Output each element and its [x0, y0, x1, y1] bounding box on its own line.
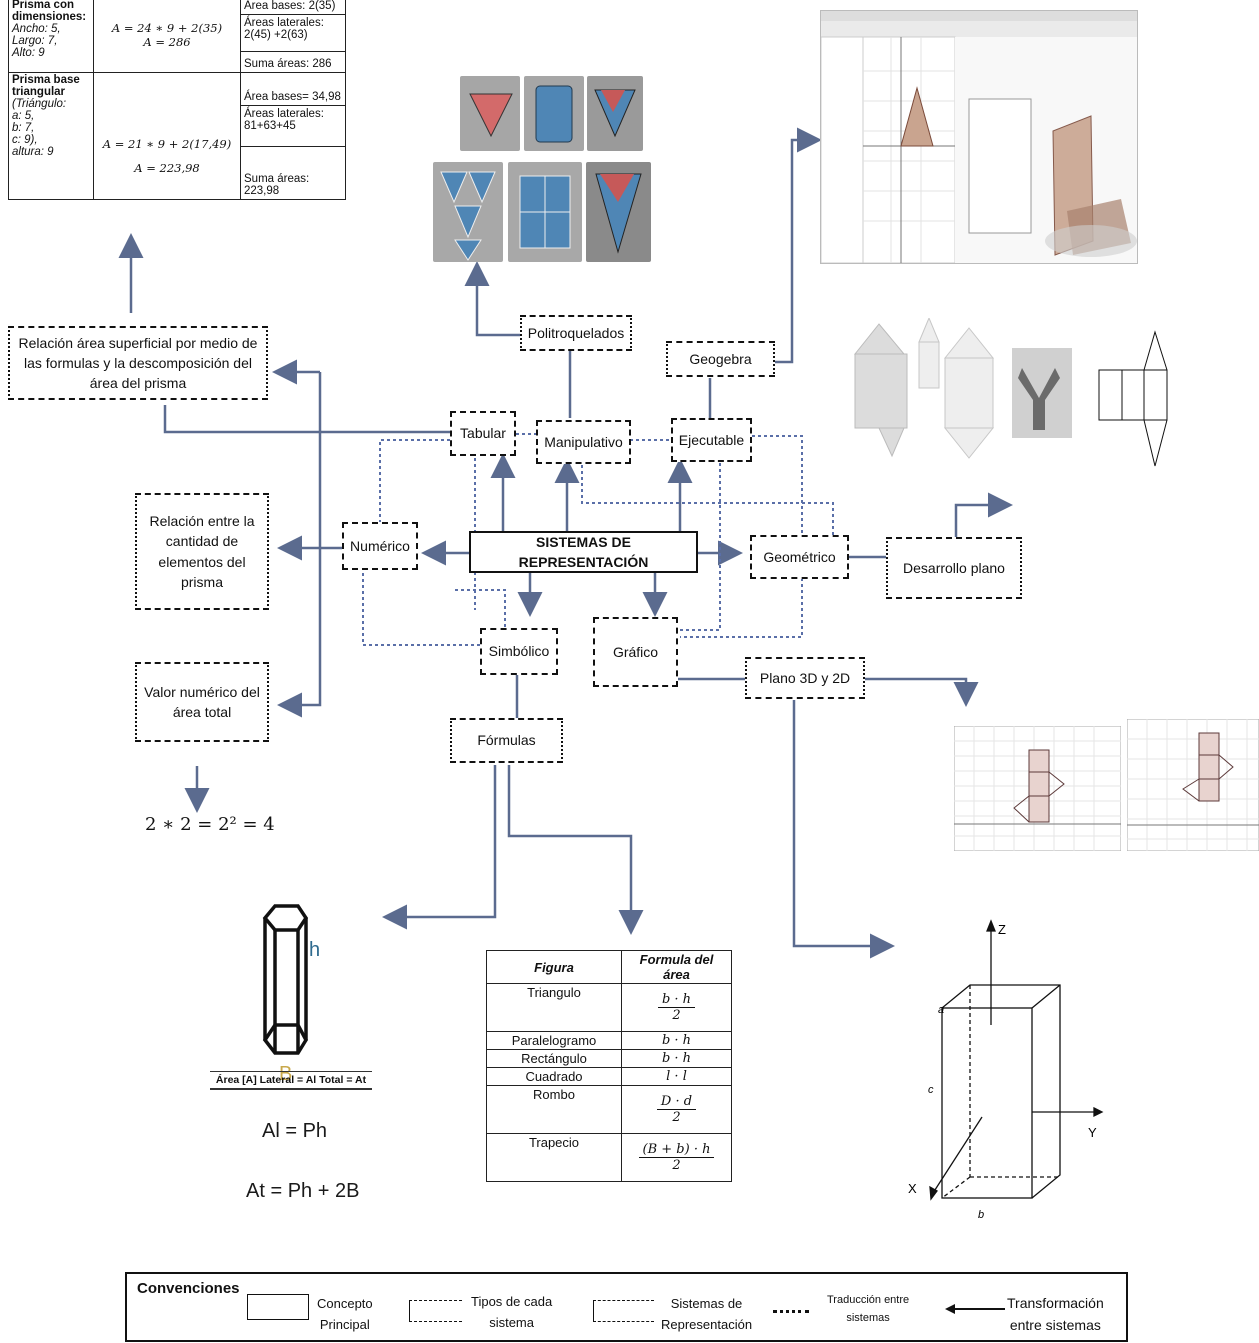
edge-a-label: a [938, 1004, 944, 1016]
hexagonal-prism-figure: h B [200, 890, 390, 1100]
legend-swatch-tipos [409, 1300, 462, 1322]
formula-at: At = Ph + 2B [246, 1180, 359, 1203]
axis-z-label: Z [998, 922, 1006, 937]
figure-cell: Trapecio [487, 1134, 622, 1182]
photo-triangle-flat [460, 76, 520, 151]
system-ejecutable: Ejecutable [671, 418, 752, 462]
figure-cell: Rectángulo [487, 1050, 622, 1068]
type-desarrollo-plano: Desarrollo plano [886, 537, 1022, 599]
photo-rect-net [508, 162, 582, 262]
type-plano-3d-2d: Plano 3D y 2D [745, 657, 865, 699]
photo-triangle-net [433, 162, 503, 262]
figure-cell: Rombo [487, 1086, 622, 1134]
system-numerico: Numérico [342, 522, 418, 570]
formula-cell: b · h [622, 1032, 732, 1050]
system-grafico: Gráfico [593, 617, 678, 687]
geogebra-screenshot [820, 10, 1138, 264]
grid-plot-right [1127, 719, 1259, 851]
legend-swatch-traduccion [773, 1310, 809, 1313]
type-geogebra: Geogebra [666, 341, 775, 377]
legend-swatch-sistemas [593, 1300, 654, 1322]
numeric-example: 2 ∗ 2 = 2² = 4 [145, 814, 275, 835]
calc-row-1-formula: A = 24 ∗ 9 + 2(35)A = 286 [94, 0, 241, 73]
system-tabular: Tabular [450, 411, 516, 456]
system-manipulativo: Manipulativo [536, 420, 631, 464]
formula-al: Al = Ph [262, 1120, 327, 1143]
calc-row-2-formula: A = 21 ∗ 9 + 2(17,49) A = 223,98 [94, 73, 241, 200]
axes-box-figure: Z Y X a c b [900, 915, 1120, 1225]
legend-swatch-transformacion [945, 1302, 1005, 1316]
main-concept: SISTEMAS DE REPRESENTACIÓN [469, 531, 698, 573]
height-h-label: h [309, 939, 320, 961]
calc-row-2-results: Área bases= 34,98 Áreas laterales: 81+63… [241, 73, 346, 200]
system-simbolico: Simbólico [480, 628, 558, 675]
figure-cell: Paralelogramo [487, 1032, 622, 1050]
type-formulas: Fórmulas [450, 718, 563, 763]
edge-c-label: c [928, 1084, 934, 1096]
axis-y-label: Y [1088, 1125, 1097, 1140]
figure-cell: Triangulo [487, 984, 622, 1032]
grid-plot-left [954, 726, 1121, 851]
politroquelados-photos [433, 74, 651, 264]
edge-b-label: b [978, 1209, 984, 1221]
formula-cell: b · h [622, 1050, 732, 1068]
figure-cell: Cuadrado [487, 1068, 622, 1086]
legend-swatch-concepto [247, 1294, 309, 1320]
type-politroquelados: Politroquelados [520, 315, 632, 351]
axis-x-label: X [908, 1181, 917, 1196]
formula-table-header-figure: Figura [487, 951, 622, 984]
formula-cell: l · l [622, 1068, 732, 1086]
system-geometrico: Geométrico [750, 535, 849, 579]
photo-tri-prism [587, 76, 643, 151]
photo-rect-prism [524, 76, 584, 151]
formula-table-header-formula: Formula del área [622, 951, 732, 984]
flat-nets [852, 318, 1172, 473]
calc-row-1-results: Área bases: 2(35) Áreas laterales: 2(45)… [241, 0, 346, 73]
prism-caption: Área [A] Lateral = Al Total = At [210, 1071, 372, 1090]
legend-title: Convenciones [137, 1280, 240, 1297]
photo-tri-prism-assembled [586, 162, 651, 262]
